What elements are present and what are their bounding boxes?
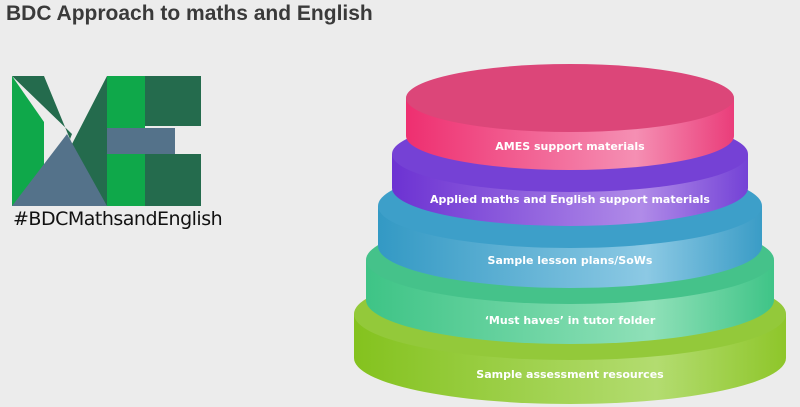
pyramid-stack: AMES support materials Applied maths and… [340, 60, 800, 407]
page-title: BDC Approach to maths and English [6, 2, 373, 25]
logo-e-bottom-bar [145, 154, 201, 206]
tier-1-label: AMES support materials [495, 140, 645, 153]
bdc-maths-english-logo: #BDCMathsandEnglish [12, 74, 223, 234]
tier-2-label: Applied maths and English support materi… [430, 193, 710, 206]
pyramid-graphic [354, 64, 786, 404]
logo-m-left-shape [12, 76, 44, 206]
tier-4-label: ‘Must haves’ in tutor folder [484, 314, 656, 327]
tier-3-label: Sample lesson plans/SoWs [487, 254, 653, 267]
tier-5-label: Sample assessment resources [476, 368, 664, 381]
logo-hashtag: #BDCMathsandEnglish [13, 208, 223, 230]
logo-e-top-bar [145, 76, 201, 126]
me-logo-mark [12, 76, 201, 206]
logo-m-slate-shape [12, 134, 107, 206]
tier-1-disc [406, 64, 734, 170]
